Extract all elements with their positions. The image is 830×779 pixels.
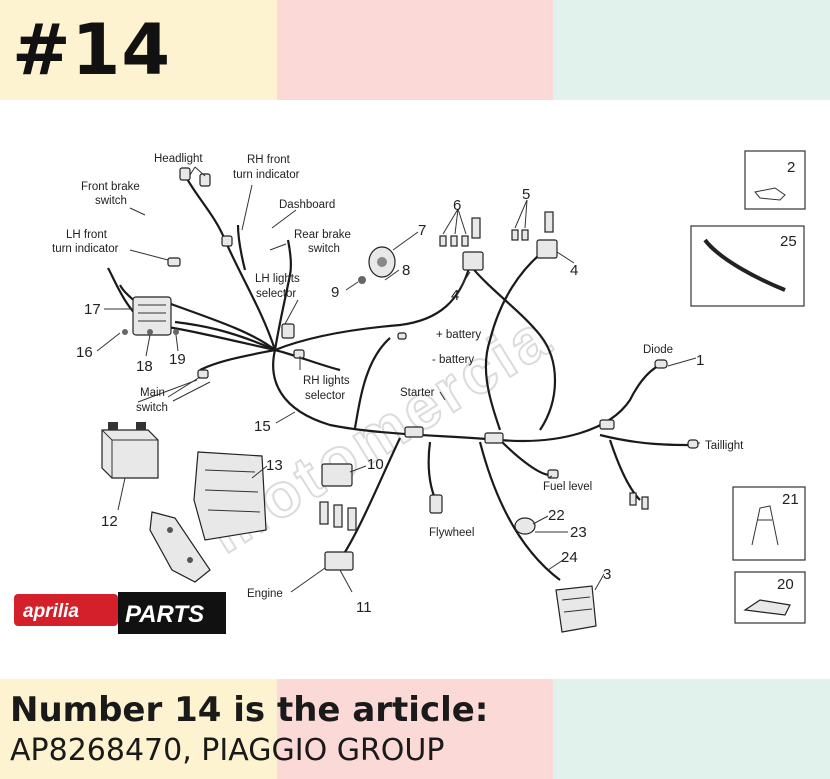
part-number-12: 12 (101, 513, 118, 530)
part-numbers: 2 25 6 5 7 8 9 4 4 17 16 18 19 1 15 13 1… (76, 159, 799, 616)
part-number-23: 23 (570, 524, 587, 541)
part-13-fuse-box (193, 451, 267, 541)
label-lh-front-1: LH front (66, 229, 108, 241)
part-number-1: 1 (696, 352, 704, 369)
label-rear-brake-2: switch (308, 243, 340, 255)
part-number-5: 5 (522, 186, 530, 203)
part-number-20: 20 (777, 576, 794, 593)
label-headlight: Headlight (154, 153, 203, 165)
part-number-4b: 4 (570, 262, 578, 279)
label-front-brake-2: switch (95, 195, 127, 207)
part-number-3: 3 (603, 566, 611, 583)
part-number-15: 15 (254, 418, 271, 435)
part-number-13: 13 (266, 457, 283, 474)
part-number-16: 16 (76, 344, 93, 361)
label-battery-plus: + battery (436, 329, 481, 341)
small-connectors (122, 167, 699, 514)
label-rh-lights-2: selector (305, 390, 345, 402)
label-front-brake-1: Front brake (81, 181, 140, 193)
part-number-6: 6 (453, 197, 461, 214)
inset-box-21 (732, 486, 806, 561)
part-number-17: 17 (84, 301, 101, 318)
part-number-22: 22 (548, 507, 565, 524)
label-fuel-level: Fuel level (543, 481, 592, 493)
label-engine: Engine (247, 588, 283, 600)
inset-box-25 (690, 225, 805, 307)
label-main-switch-1: Main (140, 387, 165, 399)
caption-title: Number 14 is the article: (10, 690, 489, 730)
part-number-24: 24 (561, 549, 578, 566)
bottom-color-band (0, 679, 830, 779)
label-rh-front-2: turn indicator (233, 169, 300, 181)
part-17-regulator (132, 296, 172, 336)
part-3-connector (555, 585, 597, 633)
part-number-21: 21 (782, 491, 799, 508)
logo-brand-text: aprilia (23, 601, 79, 622)
label-taillight: Taillight (705, 440, 744, 452)
label-diode: Diode (643, 344, 673, 356)
label-rh-lights-1: RH lights (303, 375, 350, 387)
part-10-relay (319, 463, 357, 531)
caption-article: AP8268470, PIAGGIO GROUP (10, 733, 445, 768)
part-number-19: 19 (169, 351, 186, 368)
label-main-switch-2: switch (136, 402, 168, 414)
part-number-2: 2 (787, 159, 795, 176)
harness-clamps (404, 419, 615, 444)
harness-wires (107, 174, 691, 581)
label-lh-lights-1: LH lights (255, 273, 300, 285)
part-7-horn (368, 246, 396, 278)
label-lh-front-2: turn indicator (52, 243, 119, 255)
part-bracket (149, 511, 211, 583)
leader-lines (96, 166, 700, 593)
part-number-11: 11 (356, 599, 372, 616)
top-color-band (0, 0, 830, 100)
label-rh-front-1: RH front (247, 154, 291, 166)
item-number-heading: #14 (12, 9, 172, 91)
part-number-10: 10 (367, 456, 384, 473)
inset-box-2 (744, 150, 806, 210)
part-number-8: 8 (402, 262, 410, 279)
label-rear-brake-1: Rear brake (294, 229, 351, 241)
part-number-7: 7 (418, 222, 426, 239)
wiring-harness-diagram: motomercia (14, 150, 806, 634)
label-lh-lights-2: selector (256, 288, 296, 300)
label-dashboard: Dashboard (279, 199, 335, 211)
part-number-18: 18 (136, 358, 153, 375)
logo-parts-text: PARTS (125, 601, 204, 628)
diagram-labels: Headlight RH front turn indicator Front … (52, 153, 744, 600)
part-number-25: 25 (780, 233, 797, 250)
label-flywheel: Flywheel (429, 527, 474, 539)
part-number-4a: 4 (451, 287, 459, 304)
aprilia-parts-logo: aprilia PARTS (14, 592, 226, 634)
inset-box-20 (734, 571, 806, 624)
part-12-battery (101, 422, 159, 479)
part-11-engine-connector (324, 551, 354, 571)
part-number-9: 9 (331, 284, 339, 301)
part-4-fuse-holders (439, 211, 558, 271)
part-22-grommet (514, 517, 536, 535)
label-battery-minus: - battery (432, 354, 474, 366)
label-starter: Starter (400, 387, 435, 399)
